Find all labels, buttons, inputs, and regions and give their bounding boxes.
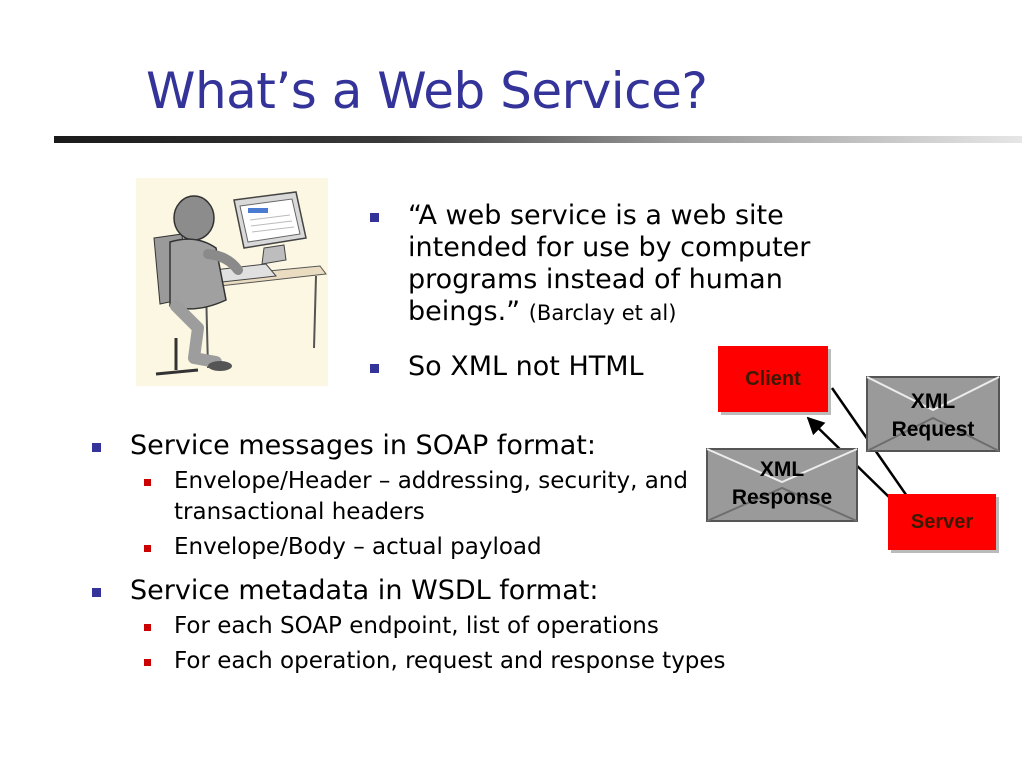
xml-request-envelope: XML Request [866, 376, 1000, 452]
xml-request-label-line2: Request [891, 418, 975, 441]
sub-bullet-text: For each operation, request and response… [174, 648, 726, 674]
sub-bullet-square-icon [144, 545, 151, 552]
client-label: Client [745, 367, 801, 390]
envelope-icon [866, 376, 1000, 452]
sub-bullet-envelope-body: Envelope/Body – actual payload [92, 532, 792, 563]
sub-bullet-square-icon [144, 479, 151, 486]
intro-bullets: “A web service is a web site intended fo… [370, 200, 860, 383]
bullet-xml-not-html: So XML not HTML [370, 351, 860, 383]
bullet-soap: Service messages in SOAP format: [92, 430, 792, 462]
bullet-square-icon [92, 443, 101, 452]
bullet-square-icon [92, 588, 101, 597]
bullet-square-icon [370, 364, 379, 373]
bullet-text: So XML not HTML [408, 351, 644, 382]
title-underline [54, 136, 1022, 143]
client-server-diagram: Client Server XML Request XML Response [700, 340, 1024, 560]
citation: (Barclay et al) [528, 301, 677, 325]
definition-quote: “A web service is a web site intended fo… [408, 200, 811, 327]
slide-title: What’s a Web Service? [146, 62, 708, 120]
sub-bullet-envelope-header: Envelope/Header – addressing, security, … [92, 466, 792, 528]
bullet-text: Service messages in SOAP format: [130, 430, 596, 461]
sub-bullet-operation-types: For each operation, request and response… [92, 646, 792, 677]
client-box: Client [718, 346, 828, 412]
sub-bullet-endpoint-operations: For each SOAP endpoint, list of operatio… [92, 611, 792, 642]
sub-bullet-text: For each SOAP endpoint, list of operatio… [174, 613, 659, 639]
sub-bullet-text: Envelope/Header – addressing, security, … [174, 468, 688, 525]
envelope-icon [706, 448, 858, 522]
xml-response-label-line1: XML [759, 458, 805, 481]
xml-response-envelope: XML Response [706, 448, 858, 522]
bullet-definition: “A web service is a web site intended fo… [370, 200, 860, 329]
sub-bullet-text: Envelope/Body – actual payload [174, 534, 542, 560]
xml-response-label-line2: Response [731, 486, 833, 509]
sub-bullet-square-icon [144, 659, 151, 666]
server-box: Server [888, 494, 996, 550]
bullet-wsdl: Service metadata in WSDL format: [92, 575, 792, 607]
main-bullets: Service messages in SOAP format: Envelop… [92, 430, 792, 677]
bullet-text: Service metadata in WSDL format: [130, 575, 599, 606]
server-label: Server [910, 510, 974, 533]
xml-request-label-line1: XML [910, 390, 956, 413]
sub-bullet-square-icon [144, 624, 151, 631]
person-at-computer-illustration [136, 178, 328, 386]
bullet-square-icon [370, 213, 379, 222]
